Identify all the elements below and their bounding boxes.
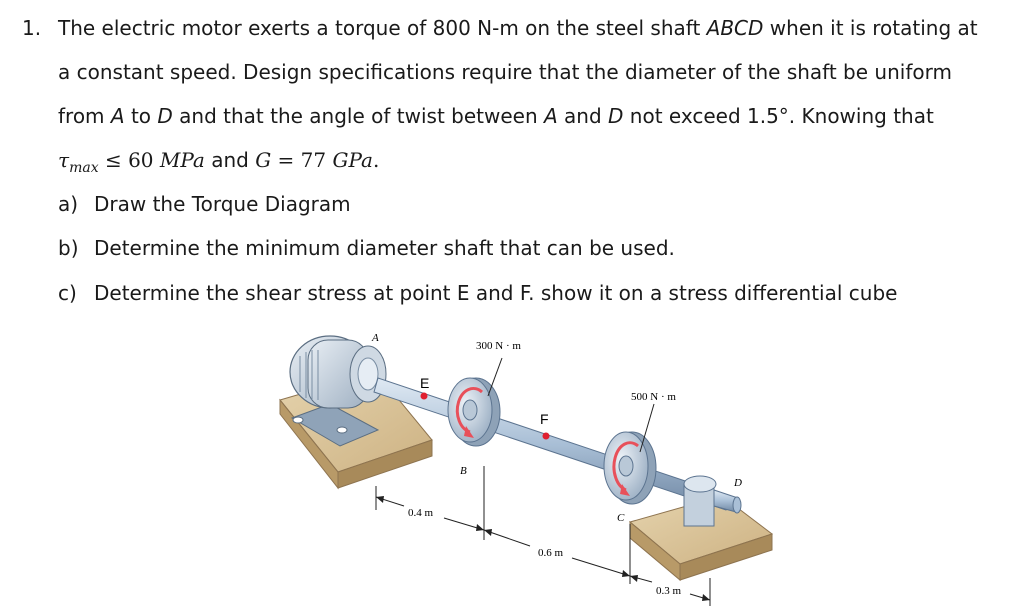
part-text: Draw the Torque Diagram: [94, 192, 351, 216]
label-f: F: [540, 411, 549, 427]
unit-gpa: GPa: [332, 148, 373, 172]
dimension-arrows: [376, 496, 710, 601]
part-label: c): [58, 281, 77, 305]
point-label: A: [110, 104, 125, 128]
point-label: D: [608, 104, 624, 128]
point-label: D: [157, 104, 173, 128]
point-e-marker: [420, 392, 428, 400]
text-segment: and: [204, 148, 256, 172]
text-segment: when it is rotating at: [763, 16, 978, 40]
part-label: b): [58, 236, 79, 260]
g-symbol: G: [255, 148, 272, 172]
text-segment: from: [58, 104, 111, 128]
shaft-label: ABCD: [706, 16, 764, 40]
text-segment: and that the angle of twist between: [172, 104, 544, 128]
gear-c: [603, 431, 657, 505]
label-c: C: [617, 512, 625, 524]
text-segment: to: [124, 104, 158, 128]
part-label: a): [58, 192, 79, 216]
label-a: A: [371, 332, 379, 344]
point-f-marker: [542, 432, 550, 440]
label-torque-c: 500 N · m: [631, 391, 676, 403]
label-b: B: [460, 465, 467, 477]
gear-b: [447, 377, 501, 447]
tau-symbol: τ: [58, 148, 70, 172]
text-segment: The electric motor exerts a torque of 80…: [58, 16, 707, 40]
dim-ab-label: 0.4 m: [408, 507, 434, 519]
tau-subscript: max: [69, 160, 99, 176]
unit-mpa: MPa: [159, 148, 205, 172]
label-torque-b: 300 N · m: [476, 340, 521, 352]
text-segment: a constant speed. Design specifications …: [58, 60, 952, 84]
text-segment: and: [557, 104, 609, 128]
part-text: Determine the shear stress at point E an…: [94, 281, 898, 305]
part-text: Determine the minimum diameter shaft tha…: [94, 236, 675, 260]
bearing-d: [683, 475, 742, 527]
math-segment: .: [372, 148, 380, 172]
torque-c-leader: [639, 403, 655, 453]
math-segment: ≤ 60: [98, 148, 160, 172]
torque-b-leader: [487, 357, 503, 397]
electric-motor: [289, 335, 387, 447]
problem-number: 1.: [22, 16, 42, 40]
dim-cd-label: 0.3 m: [656, 585, 682, 597]
dim-bc-label: 0.6 m: [538, 547, 564, 559]
label-e: E: [420, 375, 429, 391]
math-segment: = 77: [271, 148, 333, 172]
text-segment: not exceed 1.5°. Knowing that: [623, 104, 934, 128]
label-d: D: [733, 477, 742, 489]
point-label: A: [544, 104, 558, 128]
